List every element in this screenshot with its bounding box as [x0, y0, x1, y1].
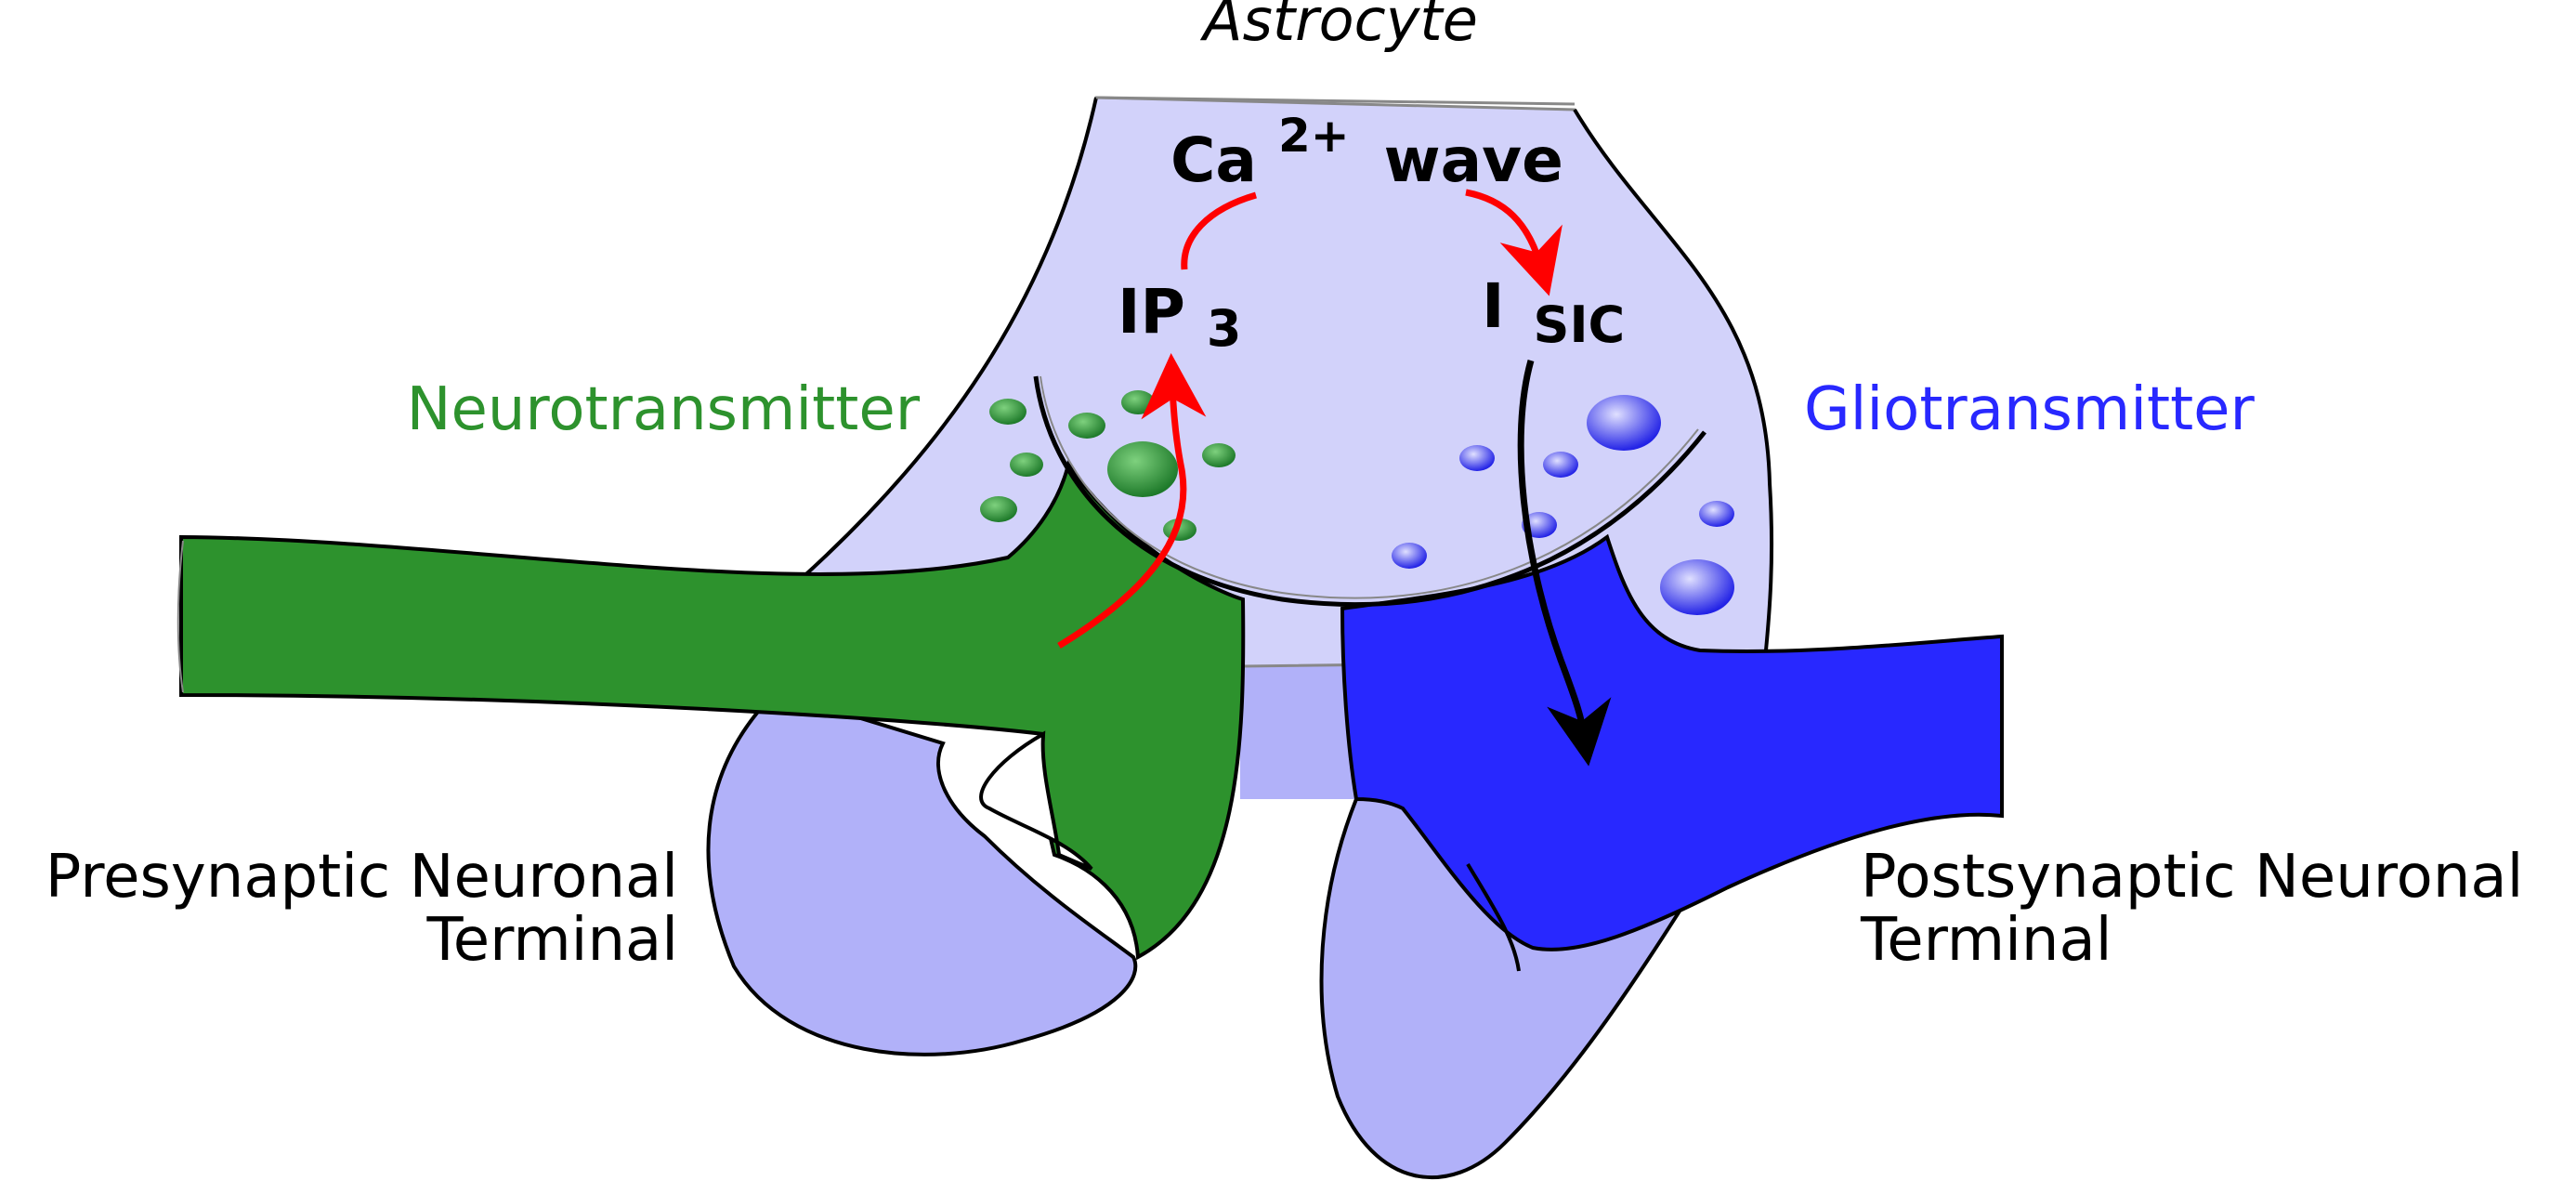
presynaptic-label-line1: Presynaptic Neuronal	[46, 843, 678, 912]
presynaptic-bite	[979, 730, 1093, 871]
isic-label: I SIC	[1482, 270, 1625, 354]
i-text: I	[1482, 270, 1505, 342]
ca-to-isic-arrow	[1465, 189, 1563, 296]
astrocyte-membrane-arc-shade	[1040, 375, 1699, 599]
neurotransmitter-to-ip3-arrow	[1057, 353, 1207, 649]
ca-text: Ca	[1170, 125, 1257, 196]
ip-text: IP	[1118, 276, 1185, 348]
gliotransmitter-label: Gliotransmitter	[1804, 375, 2256, 444]
ca-wave-label: Ca 2+ wave	[1170, 95, 1563, 196]
presynaptic-terminal	[179, 460, 1246, 961]
astrocyte-outline-top	[1095, 96, 1576, 106]
isic-to-postsynaptic-arrow	[1517, 360, 1612, 767]
isic-subscript: SIC	[1534, 295, 1626, 354]
ca-to-ip3-arc	[1181, 191, 1257, 270]
ip3-label: IP 3	[1118, 276, 1242, 358]
wave-text: wave	[1384, 125, 1563, 196]
postsynaptic-label-line2: Terminal	[1860, 906, 2112, 975]
postsynaptic-label-line1: Postsynaptic Neuronal	[1861, 843, 2523, 912]
ca-superscript: 2+	[1278, 109, 1350, 163]
neurotransmitter-vesicles	[980, 390, 1236, 541]
astrocyte-label: Astrocyte	[1199, 0, 1478, 54]
postsynaptic-inner-line	[1466, 862, 1521, 972]
presynaptic-label-line2: Terminal	[426, 906, 678, 975]
postsynaptic-terminal	[1340, 533, 2004, 951]
astrocyte-outline-left	[797, 97, 1098, 583]
astrocyte-outline-right	[1573, 108, 1774, 661]
ip-subscript: 3	[1207, 299, 1242, 358]
astrocyte-membrane-arc	[1033, 375, 1706, 607]
gliotransmitter-vesicles	[1392, 395, 1734, 615]
neurotransmitter-label: Neurotransmitter	[407, 375, 921, 444]
presynaptic-left-edge	[177, 540, 184, 693]
astrocyte-process-left	[706, 689, 1138, 1056]
